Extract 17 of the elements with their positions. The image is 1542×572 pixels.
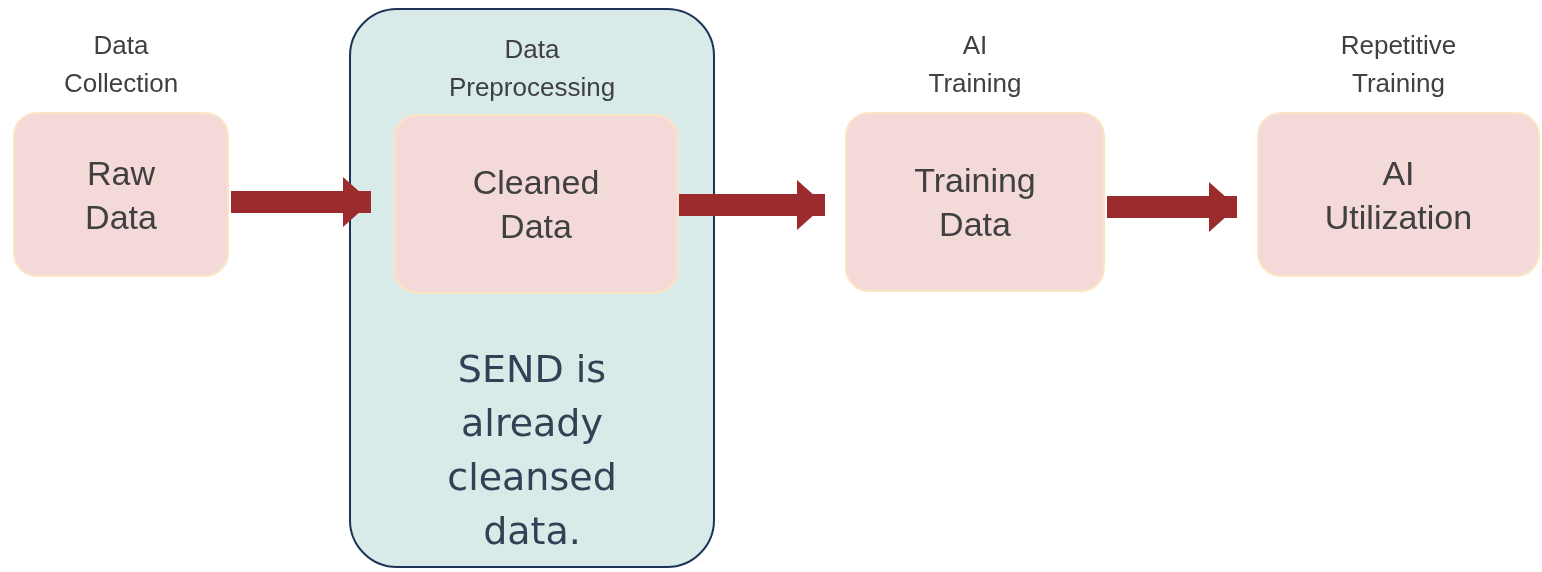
stage-label: Data Collection xyxy=(62,29,180,100)
stage-panel xyxy=(349,8,715,568)
box-label: Training Data xyxy=(914,160,1036,245)
arrow xyxy=(679,180,825,230)
note-text: SEND is already cleansed data. xyxy=(446,346,618,555)
box-label: Raw Data xyxy=(85,152,157,238)
process-box xyxy=(845,112,1105,292)
box-label: AI Utilization xyxy=(1324,152,1473,238)
process-box xyxy=(393,114,679,294)
process-box xyxy=(1257,112,1540,277)
box-label: Cleaned Data xyxy=(472,162,600,247)
arrow xyxy=(231,177,371,227)
stage-label: AI Training xyxy=(927,29,1023,100)
arrow xyxy=(1107,182,1237,232)
stage-heading: Data Preprocessing xyxy=(448,33,616,104)
process-box xyxy=(13,112,229,277)
stage-label: Repetitive Training xyxy=(1339,29,1458,100)
